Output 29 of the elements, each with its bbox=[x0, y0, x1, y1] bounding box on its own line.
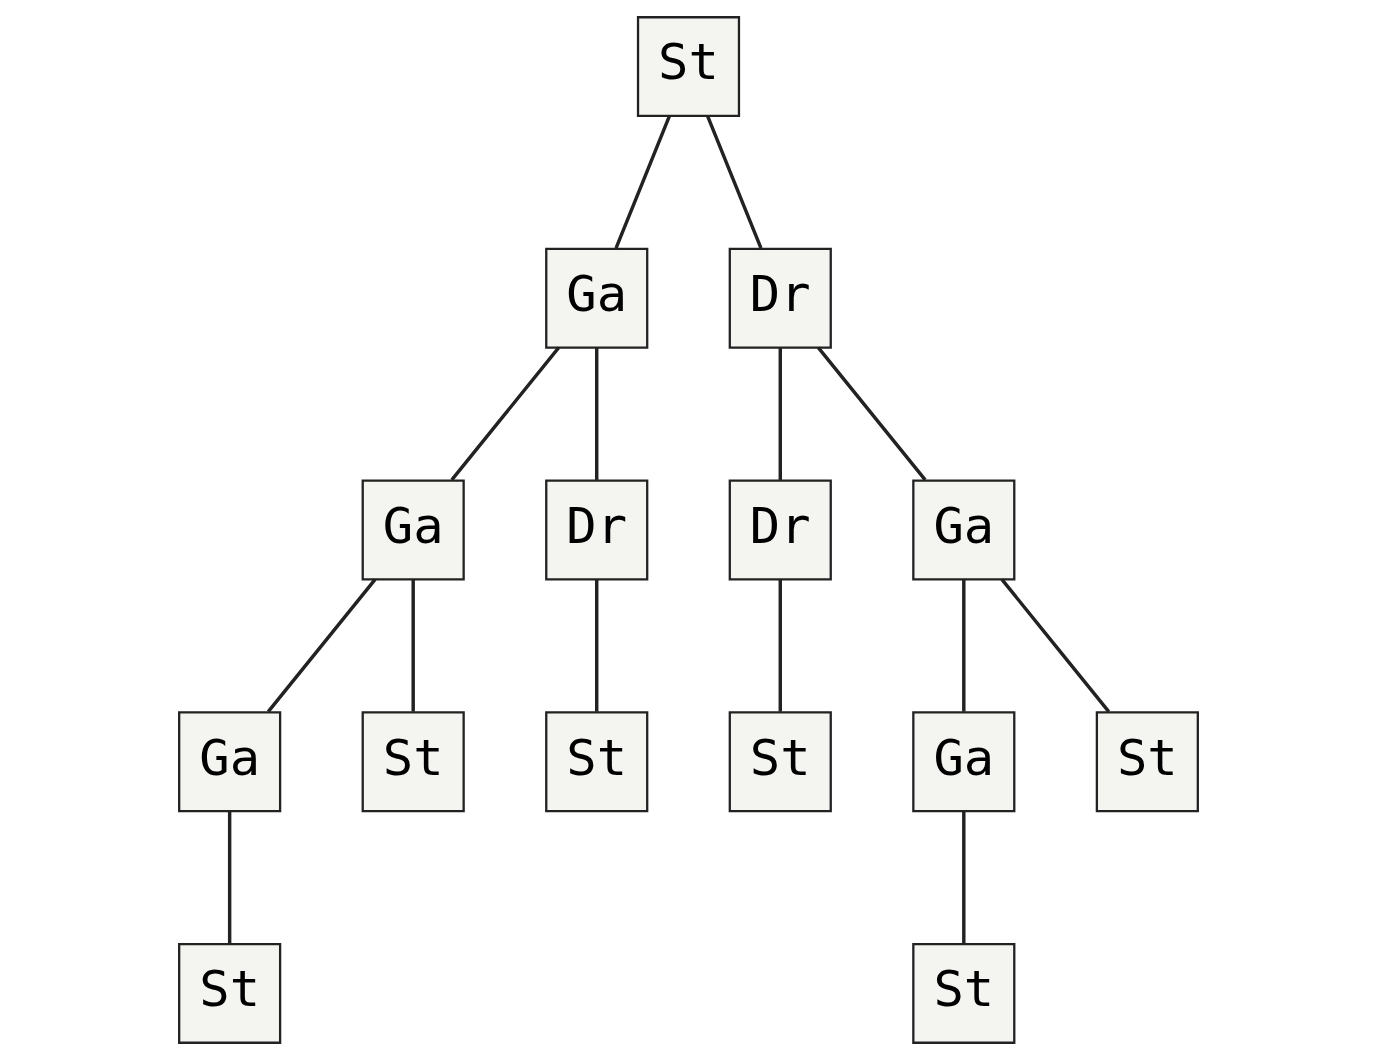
node-box: Dr bbox=[728, 479, 832, 581]
connector bbox=[450, 346, 561, 481]
connector bbox=[705, 115, 763, 249]
node-box: St bbox=[912, 942, 1016, 1044]
node-box: Dr bbox=[545, 479, 649, 581]
connector bbox=[266, 578, 377, 713]
connector bbox=[962, 579, 966, 712]
node-box: Dr bbox=[728, 247, 832, 349]
node-box: St bbox=[728, 711, 832, 813]
node-box: Ga bbox=[361, 479, 465, 581]
node-box: Ga bbox=[545, 247, 649, 349]
connector bbox=[227, 811, 232, 944]
connector bbox=[1000, 578, 1111, 713]
node-box: Ga bbox=[912, 479, 1016, 581]
connector bbox=[816, 346, 927, 481]
connector bbox=[595, 579, 599, 712]
connector bbox=[614, 115, 672, 249]
node-box: St bbox=[636, 16, 741, 118]
node-box: St bbox=[1095, 711, 1199, 813]
node-box: St bbox=[178, 942, 282, 1044]
node-box: Ga bbox=[912, 711, 1016, 813]
connector bbox=[962, 811, 966, 944]
connector bbox=[778, 347, 782, 480]
node-box: Ga bbox=[178, 711, 282, 813]
connector bbox=[595, 347, 599, 480]
connector bbox=[411, 579, 415, 712]
connector bbox=[778, 579, 782, 712]
node-box: St bbox=[545, 711, 649, 813]
node-box: St bbox=[361, 711, 465, 813]
